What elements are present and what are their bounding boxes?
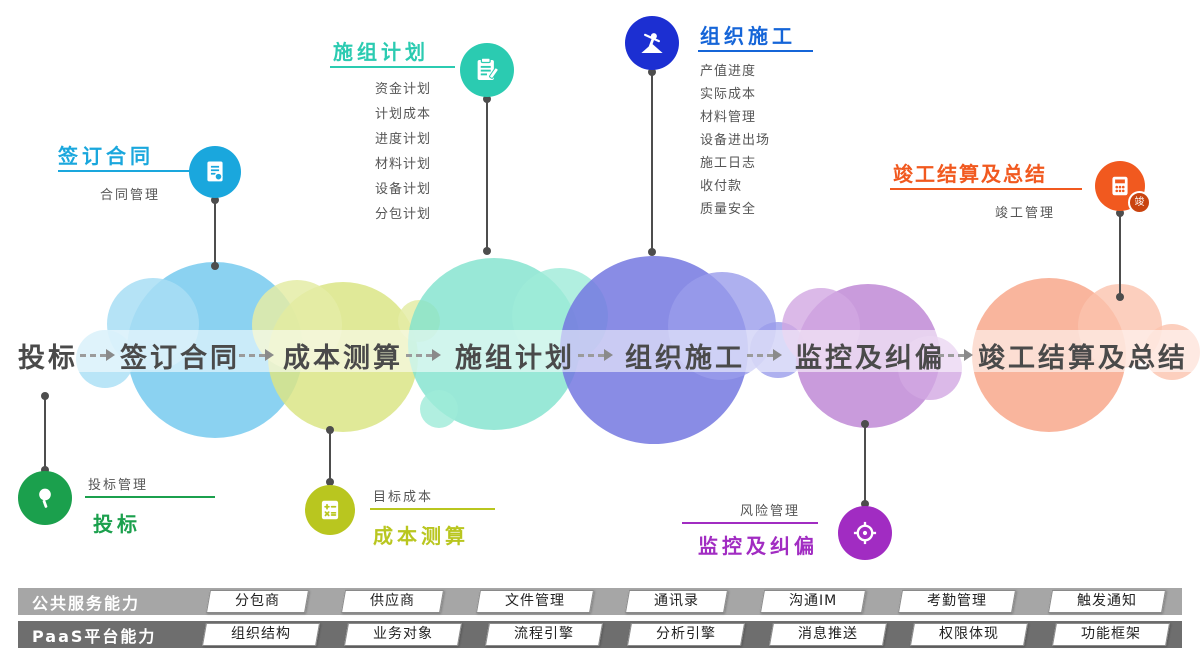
- capability-item-label: 通讯录: [654, 593, 700, 609]
- capability-item: 通讯录: [625, 590, 729, 613]
- capability-row-header: 公共服务能力: [32, 593, 141, 613]
- build-list-item: 质量安全: [700, 202, 757, 217]
- plan-clipboard-icon: [460, 43, 514, 97]
- build-callout-title: 组织施工: [700, 24, 796, 48]
- timeline-stage-bidding: 投标: [18, 343, 78, 374]
- capability-item: 分包商: [205, 590, 309, 613]
- capability-item-label: 业务对象: [372, 626, 433, 642]
- title-underline: [58, 170, 195, 172]
- capability-item-label: 分包商: [234, 593, 280, 609]
- cost-callout-title: 成本测算: [373, 524, 469, 548]
- capability-items: 组织结构 业务对象 流程引擎 分析引擎 消息推送 权限体现 功能框架: [190, 623, 1182, 646]
- build-callout-list: 产值进度 实际成本 材料管理 设备进出场 施工日志 收付款 质量安全: [700, 60, 770, 221]
- timeline-stage-build: 组织施工: [625, 343, 745, 374]
- plan-list-item: 进度计划: [375, 132, 432, 147]
- capability-item-label: 沟通IM: [789, 593, 838, 609]
- connector-line-bidding: [41, 392, 49, 474]
- plan-callout-list: 资金计划 计划成本 进度计划 材料计划 设备计划 分包计划: [375, 77, 431, 227]
- capability-item: 文件管理: [475, 590, 594, 613]
- capability-item: 流程引擎: [485, 623, 604, 646]
- capability-item-label: 供应商: [369, 593, 415, 609]
- timeline-stage-monitor: 监控及纠偏: [795, 343, 945, 374]
- capability-item: 功能框架: [1052, 623, 1171, 646]
- completion-callout-title: 竣工结算及总结: [893, 162, 1047, 186]
- connector-line-plan: [483, 95, 491, 255]
- capability-item: 组织结构: [201, 623, 320, 646]
- capability-row-public-services: 公共服务能力 分包商 供应商 文件管理 通讯录 沟通IM 考勤管理 触发通知: [18, 588, 1182, 615]
- monitor-callout-title: 监控及纠偏: [698, 534, 818, 558]
- connector-line-contract: [211, 196, 219, 270]
- flow-arrow-icon: [406, 349, 441, 361]
- capability-item: 考勤管理: [898, 590, 1017, 613]
- title-underline: [682, 522, 818, 524]
- flow-arrow-icon: [747, 349, 782, 361]
- connector-line-cost: [326, 426, 334, 486]
- monitor-callout-sub: 风险管理: [740, 504, 801, 519]
- completion-badge: 竣: [1128, 191, 1151, 214]
- capability-item-label: 功能框架: [1081, 626, 1142, 642]
- plan-callout-title: 施组计划: [333, 40, 429, 64]
- title-underline: [330, 66, 455, 68]
- capability-items: 分包商 供应商 文件管理 通讯录 沟通IM 考勤管理 触发通知: [190, 590, 1182, 613]
- capability-item: 业务对象: [343, 623, 462, 646]
- capability-item-label: 消息推送: [797, 626, 858, 642]
- build-worker-icon: [625, 16, 679, 70]
- completion-calculator-icon: 竣: [1095, 161, 1151, 214]
- flow-arrow-icon: [80, 349, 115, 361]
- timeline-stage-plan: 施组计划: [455, 343, 575, 374]
- capability-item-label: 触发通知: [1077, 593, 1137, 609]
- title-underline: [698, 50, 813, 52]
- capability-item: 供应商: [340, 590, 444, 613]
- title-underline: [890, 188, 1082, 190]
- build-list-item: 实际成本: [700, 87, 757, 102]
- plan-list-item: 分包计划: [375, 207, 432, 222]
- timeline-band: [0, 330, 1200, 372]
- build-list-item: 设备进出场: [700, 133, 771, 148]
- flow-arrow-icon: [938, 349, 973, 361]
- bid-callout-sub: 投标管理: [88, 478, 149, 493]
- cost-callout-sub: 目标成本: [373, 490, 434, 505]
- title-underline: [85, 496, 215, 498]
- bubble: [420, 390, 458, 428]
- build-list-item: 材料管理: [700, 110, 757, 125]
- completion-callout-sub: 竣工管理: [995, 206, 1056, 221]
- connector-line-monitor: [861, 420, 869, 508]
- capability-row-header: PaaS平台能力: [32, 626, 157, 646]
- capability-item: 权限体现: [910, 623, 1029, 646]
- title-underline: [370, 508, 495, 510]
- plan-list-item: 材料计划: [375, 157, 432, 172]
- capability-item: 沟通IM: [760, 590, 867, 613]
- timeline-stage-completion: 竣工结算及总结: [978, 343, 1188, 374]
- build-list-item: 施工日志: [700, 156, 757, 171]
- contract-callout-title: 签订合同: [58, 144, 154, 168]
- build-list-item: 收付款: [700, 179, 743, 194]
- monitor-crosshair-icon: [838, 506, 892, 560]
- capability-item-label: 权限体现: [939, 626, 1000, 642]
- capability-item-label: 分析引擎: [655, 626, 716, 642]
- capability-item-label: 组织结构: [230, 626, 291, 642]
- capability-item: 分析引擎: [626, 623, 745, 646]
- capability-row-paas-platform: PaaS平台能力 组织结构 业务对象 流程引擎 分析引擎 消息推送 权限体现 功…: [18, 621, 1182, 648]
- capability-item-label: 考勤管理: [927, 593, 988, 609]
- capability-item: 消息推送: [768, 623, 887, 646]
- bid-paddle-icon: [18, 471, 72, 525]
- connector-line-completion: [1116, 209, 1124, 301]
- cost-calculator-icon: [305, 485, 355, 535]
- contract-document-icon: [189, 146, 241, 198]
- flow-arrow-icon: [578, 349, 613, 361]
- plan-list-item: 设备计划: [375, 182, 432, 197]
- plan-list-item: 资金计划: [375, 82, 432, 97]
- capability-item: 触发通知: [1047, 590, 1167, 613]
- bid-callout-title: 投标: [93, 512, 141, 536]
- timeline-stage-cost: 成本测算: [283, 343, 403, 374]
- plan-list-item: 计划成本: [375, 107, 432, 122]
- build-list-item: 产值进度: [700, 64, 757, 79]
- capability-item-label: 流程引擎: [514, 626, 575, 642]
- timeline-stage-contract: 签订合同: [120, 343, 240, 374]
- capability-item-label: 文件管理: [504, 593, 565, 609]
- connector-line-build: [648, 68, 656, 256]
- flow-arrow-icon: [239, 349, 274, 361]
- contract-callout-sub: 合同管理: [100, 188, 161, 203]
